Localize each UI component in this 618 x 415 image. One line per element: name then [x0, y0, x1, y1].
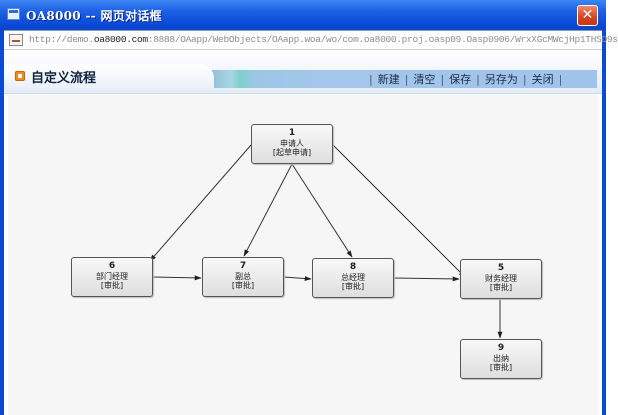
flow-node-name: 部门经理 [96, 271, 128, 281]
header-divider [4, 93, 602, 94]
flow-node-num: 9 [497, 343, 505, 353]
page-icon [9, 34, 23, 46]
title-bar[interactable]: OA8000 -- 网页对话框 ✕ [0, 0, 606, 30]
flow-node-name: 副总 [235, 271, 251, 281]
flow-edges [149, 144, 503, 339]
flow-node-action: [审批] [489, 363, 513, 372]
page-content: 自定义流程 | 新建 | 清空 | 保存 | 另存为 | 关闭 | [4, 50, 602, 415]
close-button[interactable]: 关闭 [531, 73, 554, 86]
clear-button[interactable]: 清空 [413, 73, 436, 86]
flow-node-action: [审批] [489, 283, 513, 292]
new-button[interactable]: 新建 [377, 73, 400, 86]
edge-1-8 [291, 163, 353, 258]
flow-icon [15, 71, 25, 81]
flow-node-name: 财务经理 [485, 273, 517, 283]
edge-1-5 [332, 144, 466, 278]
flow-node-num: 1 [288, 128, 296, 138]
close-window-button[interactable]: ✕ [577, 5, 598, 26]
page-title: 自定义流程 [31, 71, 97, 86]
window-title: OA8000 -- 网页对话框 [26, 9, 162, 23]
flow-node-action: [审批] [341, 282, 365, 291]
save-button[interactable]: 保存 [449, 73, 472, 86]
edge-1-6 [149, 144, 252, 262]
edge-7-8 [283, 276, 312, 281]
flow-node-num: 6 [108, 261, 116, 271]
flow-node-name: 总经理 [341, 272, 365, 282]
edge-8-5 [393, 276, 460, 282]
flow-node-name: 出纳 [493, 353, 509, 363]
save-as-button[interactable]: 另存为 [484, 73, 518, 86]
header-stripe [200, 70, 597, 88]
flow-node-num: 7 [239, 261, 247, 271]
flow-node-num: 8 [349, 262, 357, 272]
flow-node-action: [审批] [100, 281, 124, 290]
toolbar: | 新建 | 清空 | 保存 | 另存为 | 关闭 | [369, 72, 563, 87]
flow-node-action: [起草申请] [272, 148, 312, 157]
flow-node-name: 申请人 [280, 138, 304, 148]
browser-window-icon [7, 8, 20, 20]
flow-node-action: [审批] [231, 281, 255, 290]
page-header: 自定义流程 | 新建 | 清空 | 保存 | 另存为 | 关闭 | [4, 50, 602, 94]
url-text[interactable]: http://demo.oa8000.com:8888/OAapp/WebObj… [29, 34, 618, 45]
edge-6-7 [152, 275, 202, 281]
header-tab [4, 64, 214, 88]
edge-1-7 [243, 163, 293, 257]
flow-node-num: 5 [497, 263, 505, 273]
address-bar[interactable]: http://demo.oa8000.com:8888/OAapp/WebObj… [4, 30, 618, 50]
